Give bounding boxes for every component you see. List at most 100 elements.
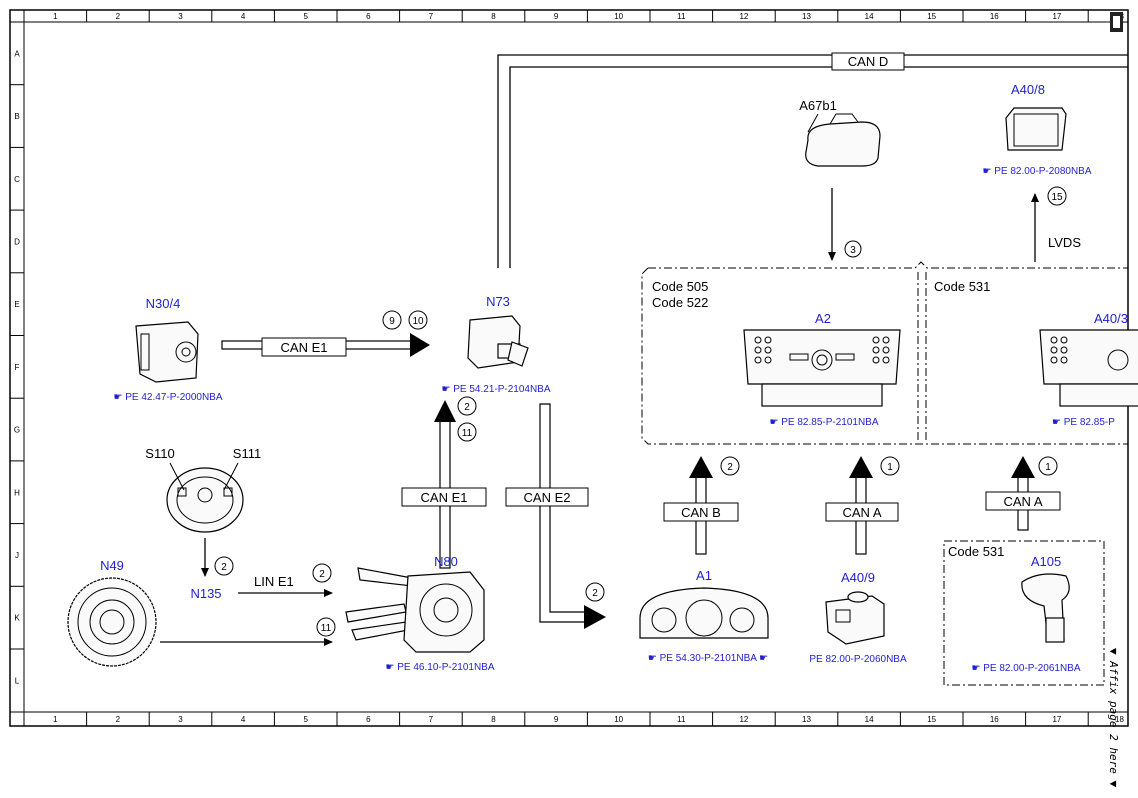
row-letter: K bbox=[14, 614, 20, 623]
row-letter: F bbox=[15, 363, 20, 372]
svg-text:11: 11 bbox=[462, 428, 473, 439]
svg-text:2: 2 bbox=[464, 402, 470, 413]
column-number: 16 bbox=[990, 715, 999, 724]
svg-text:9: 9 bbox=[389, 316, 395, 327]
frame bbox=[9, 9, 1129, 727]
circle-1-a105: 1 bbox=[1038, 456, 1058, 476]
column-number: 18 bbox=[1115, 715, 1124, 724]
a40-9-label: A40/9 bbox=[841, 570, 875, 585]
svg-text:1: 1 bbox=[1045, 462, 1051, 473]
circle-11-n73: 11 bbox=[457, 422, 477, 442]
circle-2-lin: 2 bbox=[312, 563, 332, 583]
s110-label: S110 bbox=[145, 446, 174, 461]
column-number: 2 bbox=[116, 12, 121, 21]
a105-label: A105 bbox=[1031, 554, 1061, 569]
column-number: 14 bbox=[865, 12, 874, 21]
n80-label: N80 bbox=[434, 554, 458, 569]
column-number: 15 bbox=[927, 715, 936, 724]
svg-text:2: 2 bbox=[727, 462, 733, 473]
column-number: 4 bbox=[241, 715, 246, 724]
row-letter: A bbox=[14, 49, 20, 58]
column-number: 6 bbox=[366, 715, 371, 724]
svg-text:15: 15 bbox=[1051, 192, 1063, 203]
can-e1-label-mid: CAN E1 bbox=[421, 490, 468, 505]
column-number: 5 bbox=[303, 12, 308, 21]
can-a-label-1: CAN A bbox=[842, 505, 881, 520]
column-number: 10 bbox=[614, 715, 623, 724]
circle-10: 10 bbox=[408, 310, 428, 330]
code-505-label: Code 505 bbox=[652, 279, 708, 294]
n80-ref: ☛ PE 46.10-P-2101NBA bbox=[385, 662, 494, 673]
column-number: 14 bbox=[865, 715, 874, 724]
column-number: 3 bbox=[178, 12, 183, 21]
a40-9-control-unit: A40/9 PE 82.00-P-2060NBA bbox=[809, 570, 907, 665]
row-letter: D bbox=[14, 237, 20, 246]
column-number: 11 bbox=[677, 12, 686, 21]
can-e2-bus: CAN E2 bbox=[505, 403, 606, 629]
n73-ref: ☛ PE 54.21-P-2104NBA bbox=[441, 384, 550, 395]
a67b1-mirror: A67b1 bbox=[799, 98, 881, 167]
column-number: 1 bbox=[53, 12, 58, 21]
can-e1-label-top: CAN E1 bbox=[281, 340, 328, 355]
affix-page-note: ▼ Affix page 2 here ▼ bbox=[1107, 648, 1120, 787]
column-number: 9 bbox=[554, 12, 559, 21]
circle-15: 15 bbox=[1047, 186, 1067, 206]
can-d-label: CAN D bbox=[848, 54, 888, 69]
row-letter: E bbox=[14, 300, 19, 309]
circle-2-n135: 2 bbox=[214, 556, 234, 576]
column-number: 12 bbox=[739, 12, 748, 21]
circle-2-e2: 2 bbox=[585, 582, 605, 602]
n30-4-module: N30/4 ☛ PE 42.47-P-2000NBA bbox=[113, 296, 222, 403]
circle-1-a40-9: 1 bbox=[880, 456, 900, 476]
row-letter: C bbox=[14, 175, 20, 184]
n73-ignition-switch: N73 ☛ PE 54.21-P-2104NBA bbox=[441, 294, 550, 395]
row-letter: L bbox=[15, 676, 20, 685]
svg-text:3: 3 bbox=[850, 245, 856, 256]
code-531-label-top: Code 531 bbox=[934, 279, 990, 294]
can-e2-label: CAN E2 bbox=[524, 490, 571, 505]
a40-9-ref: PE 82.00-P-2060NBA bbox=[809, 654, 907, 665]
can-a-bus-2: CAN A bbox=[985, 456, 1061, 531]
lin-e1-label: LIN E1 bbox=[254, 574, 294, 589]
row-letter: G bbox=[14, 426, 20, 435]
column-number: 1 bbox=[53, 715, 58, 724]
column-number: 13 bbox=[802, 715, 811, 724]
column-number: 7 bbox=[429, 12, 434, 21]
can-a-bus-1: CAN A bbox=[825, 456, 899, 555]
a2-label: A2 bbox=[815, 311, 831, 326]
s111-label: S111 bbox=[233, 446, 261, 461]
a1-label: A1 bbox=[696, 568, 712, 583]
a1-ref: ☛ PE 54.30-P-2101NBA ☛ bbox=[648, 653, 768, 664]
svg-text:1: 1 bbox=[887, 462, 893, 473]
can-b-label: CAN B bbox=[681, 505, 721, 520]
svg-text:2: 2 bbox=[592, 588, 598, 599]
circle-9: 9 bbox=[382, 310, 402, 330]
column-number: 7 bbox=[429, 715, 434, 724]
circle-2-canb: 2 bbox=[720, 456, 740, 476]
page-corner-icon bbox=[1110, 12, 1123, 32]
n49-label: N49 bbox=[100, 558, 124, 573]
column-number: 4 bbox=[241, 12, 246, 21]
column-number: 8 bbox=[491, 715, 496, 724]
a40-3-ref: ☛ PE 82.85-P bbox=[1052, 417, 1115, 428]
column-number: 12 bbox=[739, 715, 748, 724]
can-d-bus-line: CAN D bbox=[497, 52, 1128, 268]
a40-8-ref: ☛ PE 82.00-P-2080NBA bbox=[982, 166, 1091, 177]
code-522-label: Code 522 bbox=[652, 295, 708, 310]
row-letter: J bbox=[15, 551, 19, 560]
svg-text:11: 11 bbox=[321, 623, 332, 634]
n30-4-label: N30/4 bbox=[146, 296, 181, 311]
n49-steering-angle-sensor: N49 bbox=[67, 558, 157, 667]
a1-instrument-cluster: A1 ☛ PE 54.30-P-2101NBA ☛ bbox=[639, 568, 769, 664]
column-number: 2 bbox=[116, 715, 121, 724]
column-number: 17 bbox=[1052, 12, 1061, 21]
column-number: 10 bbox=[614, 12, 623, 21]
n135-label: N135 bbox=[190, 586, 221, 601]
n30-4-ref: ☛ PE 42.47-P-2000NBA bbox=[113, 392, 222, 403]
column-number: 5 bbox=[303, 715, 308, 724]
a40-8-label: A40/8 bbox=[1011, 82, 1045, 97]
column-number: 6 bbox=[366, 12, 371, 21]
column-number: 11 bbox=[677, 715, 686, 724]
column-number: 13 bbox=[802, 12, 811, 21]
